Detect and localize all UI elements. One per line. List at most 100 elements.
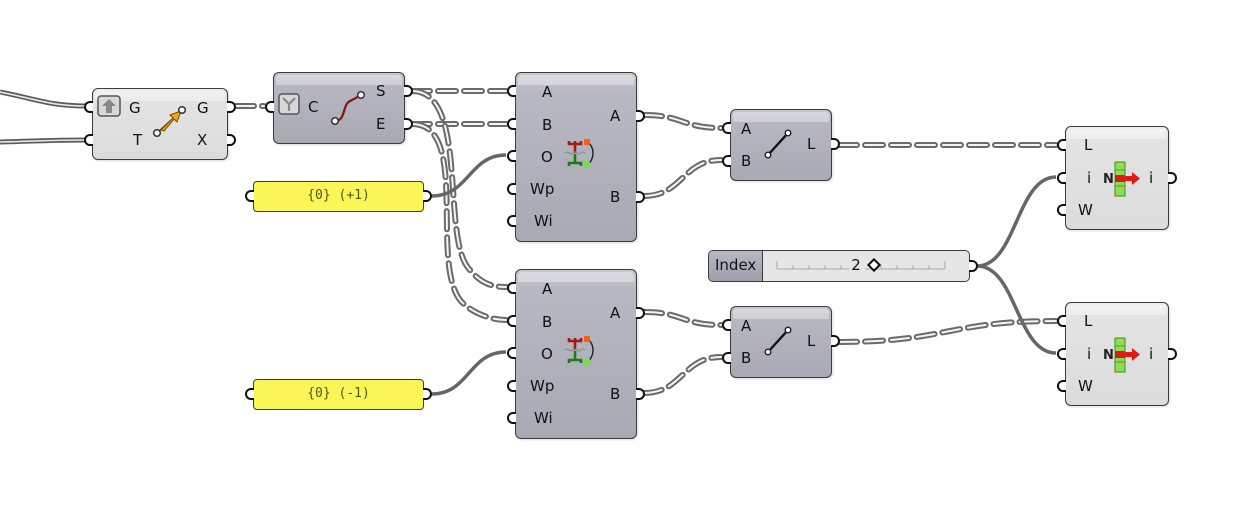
input-grip-w[interactable] [1057, 204, 1066, 216]
list-item-icon: N [1102, 161, 1142, 201]
input-grip-c[interactable] [265, 101, 274, 113]
input-grip-wp[interactable] [507, 183, 516, 195]
slider-name: Index [709, 251, 764, 281]
line-component-bottom[interactable]: A B L [722, 306, 840, 378]
output-grip-x[interactable] [227, 134, 236, 146]
input-label-w: W [1078, 377, 1093, 395]
input-label-wi: Wi [534, 212, 553, 230]
input-grip-l[interactable] [1057, 139, 1066, 151]
endpoints-component[interactable]: C S E [265, 72, 413, 144]
input-grip-g[interactable] [84, 101, 93, 113]
input-label-b: B [741, 152, 752, 170]
output-label-l: L [807, 135, 816, 153]
output-label-i: i [1149, 169, 1154, 187]
input-label-a: A [542, 83, 553, 101]
output-grip-i[interactable] [1168, 172, 1177, 184]
output-grip-s[interactable] [404, 85, 413, 97]
move-arrow-icon [151, 103, 191, 143]
output-grip-l[interactable] [831, 335, 840, 347]
panel-input-grip[interactable] [245, 388, 254, 400]
output-label-s: S [376, 82, 386, 100]
panel-path-top[interactable]: {0} (+1) [245, 181, 432, 212]
input-label-o: O [541, 345, 553, 363]
output-label-b: B [610, 385, 621, 403]
output-grip-b[interactable] [636, 388, 645, 400]
input-label-i: i [1087, 169, 1092, 187]
input-grip-b[interactable] [507, 315, 516, 327]
input-label-wp: Wp [530, 180, 555, 198]
panel-output-grip[interactable] [423, 190, 432, 202]
tree-branch-icon [562, 137, 596, 175]
output-label-l: L [807, 332, 816, 350]
svg-text:N: N [1103, 172, 1114, 187]
output-grip-l[interactable] [831, 138, 840, 150]
slider-track[interactable]: 2 [763, 251, 969, 281]
input-label-a: A [741, 317, 752, 335]
line-icon [763, 325, 793, 361]
wire-shift-top-a-to-line-a [641, 112, 724, 131]
panel-text: {0} (-1) [307, 386, 370, 401]
input-grip-i[interactable] [1057, 172, 1066, 184]
output-label-a: A [610, 304, 621, 322]
line-component-top[interactable]: A B L [722, 109, 840, 181]
panel-input-grip[interactable] [245, 190, 254, 202]
input-grip-a[interactable] [507, 282, 516, 294]
tree-branch-icon [562, 334, 596, 372]
panel-text: {0} (+1) [307, 188, 370, 203]
input-grip-b[interactable] [507, 118, 516, 130]
input-label-wp: Wp [530, 377, 555, 395]
output-grip-e[interactable] [404, 118, 413, 130]
output-label-x: X [197, 131, 208, 149]
slider-output-grip[interactable] [969, 260, 978, 272]
output-grip-a[interactable] [636, 307, 645, 319]
wire-panel-top-to-shift-o [431, 153, 507, 198]
shift-paths-component-top[interactable]: A B O Wp Wi A B [507, 72, 645, 242]
shift-paths-component-bottom[interactable]: A B O Wp Wi A B [507, 269, 645, 439]
input-label-b: B [542, 313, 553, 331]
input-grip-o[interactable] [507, 150, 516, 162]
input-grip-a[interactable] [722, 319, 731, 331]
up-arrow-flag-icon [97, 95, 121, 121]
wire-e-to-shift-bottom-b [409, 121, 509, 323]
output-label-a: A [610, 107, 621, 125]
list-item-component-top[interactable]: L i W i N [1057, 126, 1177, 230]
output-label-e: E [376, 115, 386, 133]
input-grip-a[interactable] [507, 85, 516, 97]
input-grip-o[interactable] [507, 347, 516, 359]
input-label-c: C [308, 98, 319, 116]
slider-knob[interactable] [867, 257, 882, 273]
input-grip-w[interactable] [1057, 380, 1066, 392]
input-grip-t[interactable] [84, 134, 93, 146]
input-grip-wi[interactable] [507, 412, 516, 424]
input-label-l: L [1084, 312, 1093, 330]
input-grip-i[interactable] [1057, 348, 1066, 360]
wire-panel-bottom-to-shift-o [431, 350, 507, 396]
input-label-l: L [1084, 136, 1093, 154]
input-grip-b[interactable] [722, 352, 731, 364]
wire-incoming-t [0, 137, 89, 145]
svg-text:N: N [1103, 348, 1114, 363]
output-grip-a[interactable] [636, 110, 645, 122]
output-grip-i[interactable] [1168, 348, 1177, 360]
panel-output-grip[interactable] [423, 388, 432, 400]
output-grip-b[interactable] [636, 191, 645, 203]
input-label-t: T [133, 131, 143, 149]
list-item-component-bottom[interactable]: L i W i N [1057, 302, 1177, 406]
input-grip-wp[interactable] [507, 380, 516, 392]
slider-value: 2 [851, 256, 861, 274]
input-label-b: B [542, 116, 553, 134]
input-label-a: A [542, 280, 553, 298]
wire-incoming-g [0, 89, 89, 109]
index-slider[interactable]: Index 2 [708, 250, 970, 282]
output-grip-g[interactable] [227, 101, 236, 113]
input-grip-wi[interactable] [507, 215, 516, 227]
wire-shift-top-b-to-line-b [641, 157, 724, 199]
panel-path-bottom[interactable]: {0} (-1) [245, 379, 432, 410]
list-item-icon: N [1102, 337, 1142, 377]
input-grip-b[interactable] [722, 155, 731, 167]
input-grip-a[interactable] [722, 122, 731, 134]
output-label-g: G [197, 99, 209, 117]
input-grip-l[interactable] [1057, 315, 1066, 327]
move-component[interactable]: G T G X [84, 88, 236, 160]
